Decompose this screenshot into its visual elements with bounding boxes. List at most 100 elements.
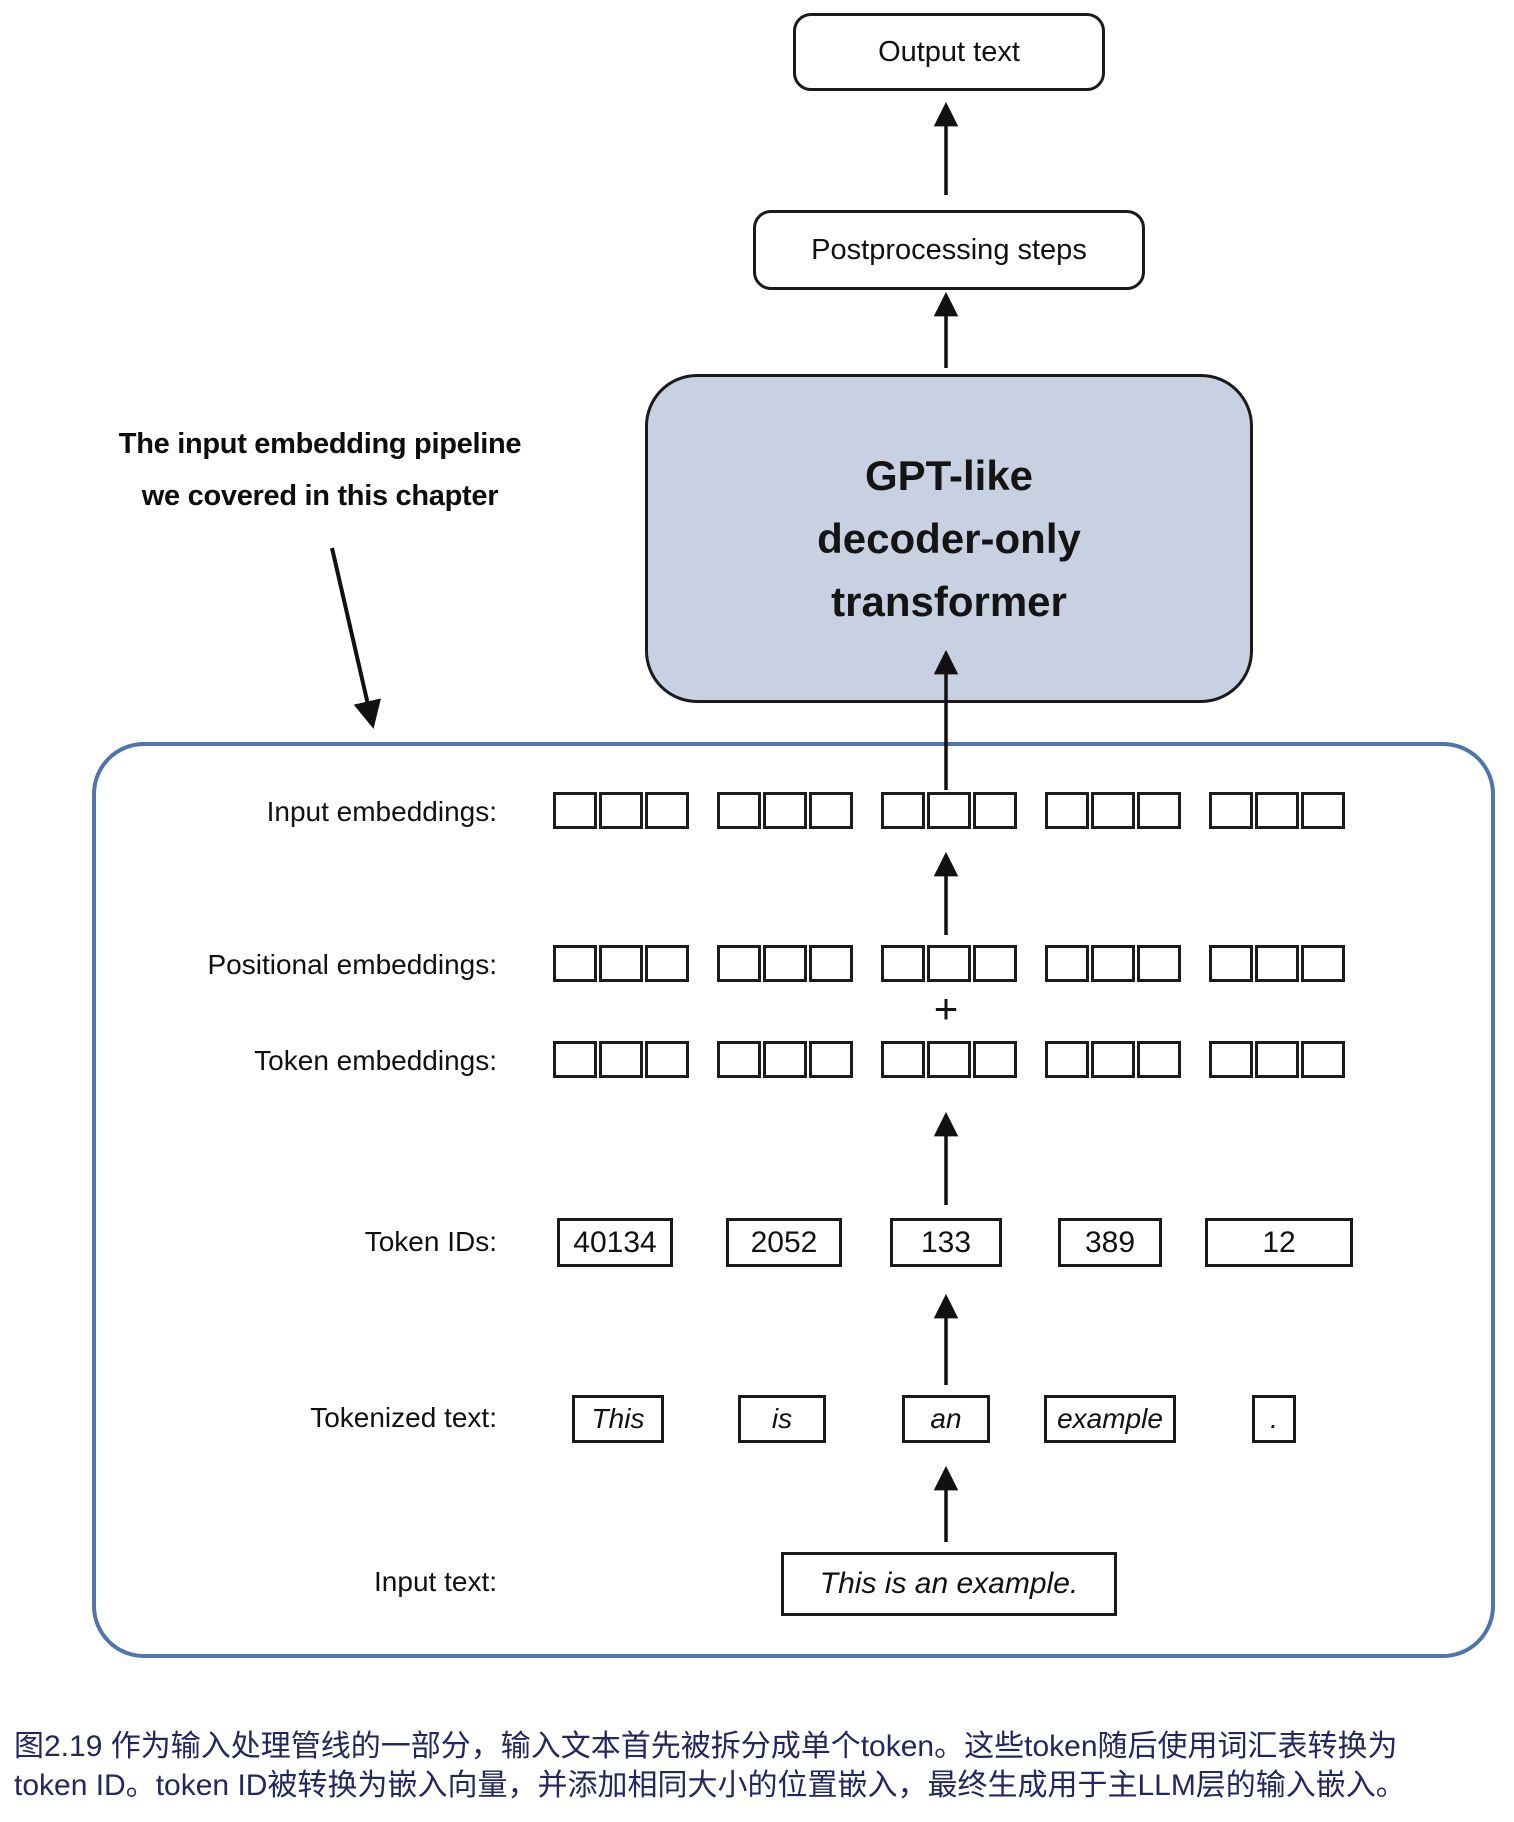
annotation-text: The input embedding pipeline we covered … [80,418,560,522]
embedding-cell [645,1041,689,1078]
tokenized-text-label: Tokenized text: [310,1402,497,1433]
input-embeddings-label: Input embeddings: [266,796,497,827]
token-embeddings-label: Token embeddings: [254,1045,497,1076]
embedding-cell [809,792,853,829]
embedding-cell [1091,1041,1135,1078]
embedding-vector-group [881,1041,1017,1078]
embedding-cell [599,1041,643,1078]
embedding-cell [809,1041,853,1078]
embedding-cell [599,945,643,982]
embedding-vector-group [881,945,1017,982]
caption-line-2: token ID。token ID被转换为嵌入向量，并添加相同大小的位置嵌入，最… [14,1769,1406,1802]
input-embedding-pipeline-box [92,742,1495,1658]
embedding-cell [927,792,971,829]
embedding-cell [1209,945,1253,982]
embedding-cell [1255,1041,1299,1078]
embedding-cell [1255,792,1299,829]
token-box: example [1044,1395,1176,1443]
embedding-vector-group [881,792,1017,829]
embedding-cell [1045,1041,1089,1078]
embedding-cell [1091,792,1135,829]
embedding-vector-group [1045,792,1181,829]
embedding-vector-group [1209,792,1345,829]
embedding-cell [1137,1041,1181,1078]
token-id-box: 40134 [557,1218,673,1267]
embedding-cell [1301,1041,1345,1078]
gpt-line-3: transformer [831,578,1067,625]
token-id-value: 12 [1262,1225,1296,1259]
embedding-vector-group [717,792,853,829]
embedding-cell [1045,945,1089,982]
embedding-cell [645,792,689,829]
token-box: This [572,1395,664,1443]
token-ids-label: Token IDs: [364,1226,497,1257]
embedding-vector-group [717,1041,853,1078]
embedding-cell [717,792,761,829]
embedding-vector-group [1045,1041,1181,1078]
embedding-vector-group [553,792,689,829]
token-id-box: 389 [1058,1218,1162,1267]
embedding-vector-group [553,1041,689,1078]
embedding-cell [1137,792,1181,829]
gpt-transformer-box: GPT-like decoder-only transformer [645,374,1253,703]
token-value: an [930,1403,962,1434]
postprocessing-label: Postprocessing steps [811,233,1087,266]
embedding-cell [881,1041,925,1078]
token-id-box: 133 [890,1218,1002,1267]
embedding-cell [1255,945,1299,982]
embedding-cell [1301,945,1345,982]
embedding-cell [927,945,971,982]
embedding-cell [645,945,689,982]
annotation-line-2: we covered in this chapter [141,480,499,512]
annotation-line-1: The input embedding pipeline [118,428,522,460]
input-text-value: This is an example. [819,1567,1079,1600]
embedding-cell [763,1041,807,1078]
token-box: . [1252,1395,1296,1443]
embedding-vector-group [1209,1041,1345,1078]
token-value: This [591,1403,645,1434]
token-id-value: 389 [1084,1225,1136,1259]
token-box: an [902,1395,990,1443]
figure-caption: 图2.19 作为输入处理管线的一部分，输入文本首先被拆分成单个token。这些t… [14,1727,1508,1805]
embedding-cell [553,1041,597,1078]
embedding-vector-group [553,945,689,982]
embedding-cell [1091,945,1135,982]
token-value: example [1057,1403,1163,1434]
embedding-cell [881,792,925,829]
embedding-cell [881,945,925,982]
annotation-arrow [330,547,381,729]
embedding-cell [553,945,597,982]
token-id-box: 2052 [726,1218,842,1267]
embedding-cell [973,945,1017,982]
embedding-cell [927,1041,971,1078]
embedding-cell [973,792,1017,829]
positional-embeddings-label: Positional embeddings: [207,949,497,980]
embedding-cell [973,1041,1017,1078]
plus-sign: + [933,985,959,1032]
gpt-line-1: GPT-like [864,452,1034,499]
embedding-cell [717,1041,761,1078]
caption-line-1: 图2.19 作为输入处理管线的一部分，输入文本首先被拆分成单个token。这些t… [14,1730,1398,1763]
token-id-value: 2052 [750,1225,818,1259]
output-text-box: Output text [793,13,1105,91]
token-id-value: 133 [920,1225,972,1259]
embedding-cell [1209,792,1253,829]
embedding-cell [599,792,643,829]
embedding-vector-group [1045,945,1181,982]
embedding-cell [553,792,597,829]
input-text-box: This is an example. [781,1552,1117,1616]
postprocessing-box: Postprocessing steps [753,210,1145,290]
token-id-box: 12 [1205,1218,1353,1267]
embedding-cell [1137,945,1181,982]
embedding-vector-group [1209,945,1345,982]
embedding-cell [1045,792,1089,829]
token-id-value: 40134 [573,1225,657,1259]
embedding-cell [763,792,807,829]
token-value: . [1270,1403,1278,1434]
input-text-label: Input text: [374,1566,497,1597]
embedding-cell [763,945,807,982]
embedding-cell [809,945,853,982]
embedding-cell [1301,792,1345,829]
token-value: is [771,1403,793,1434]
